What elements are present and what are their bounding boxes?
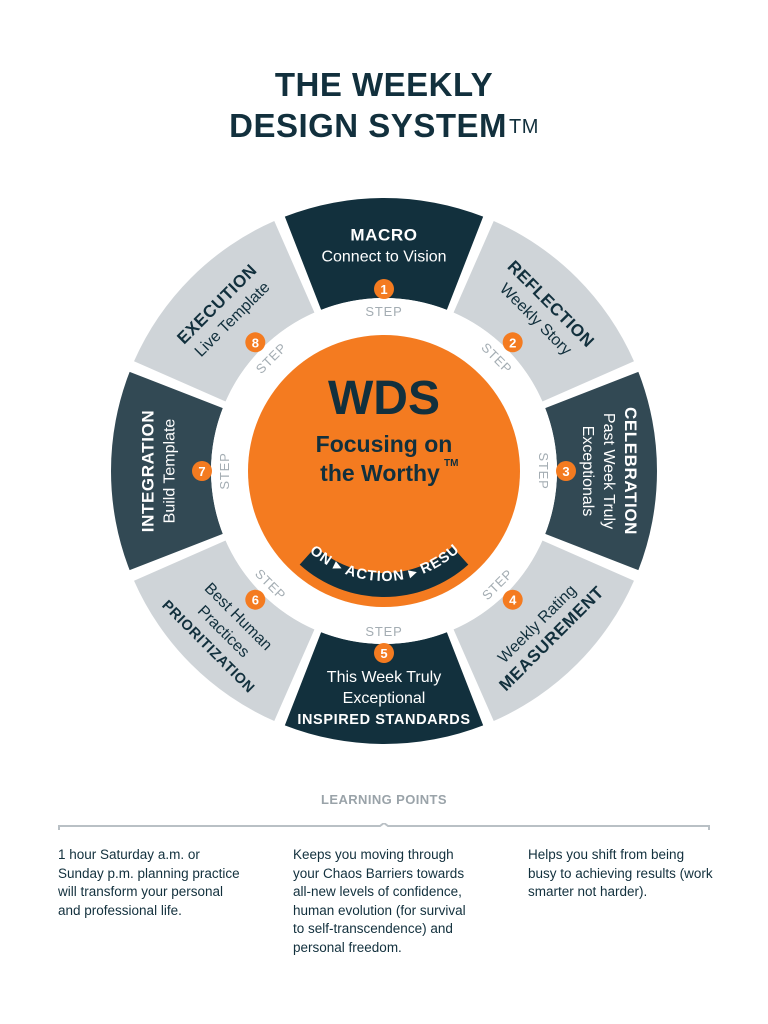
segment-measurement <box>453 540 634 721</box>
step-number-badge <box>502 589 523 610</box>
segment-description: Build Template <box>162 419 179 524</box>
segment-name: INTEGRATION <box>139 410 158 532</box>
step-number: 4 <box>509 593 517 608</box>
segment-description: Connect to Vision <box>321 249 446 266</box>
step-number-badge <box>556 461 576 481</box>
learning-point-2: Keeps you moving through your Chaos Barr… <box>293 847 466 955</box>
segment-reflection <box>453 221 634 402</box>
step-number-badge <box>374 279 394 299</box>
step-number: 5 <box>380 646 387 661</box>
step-number-badge <box>192 461 212 481</box>
step-number: 6 <box>252 593 259 608</box>
center-arc-band <box>299 546 469 598</box>
trademark-mark: TM <box>509 116 539 138</box>
step-word: STEP <box>365 304 402 319</box>
step-number-badge <box>245 589 266 610</box>
step-word: STEP <box>536 452 551 489</box>
step-number: 8 <box>252 335 259 350</box>
segment-description: Exceptionals <box>579 426 596 517</box>
segment-name: CELEBRATION <box>621 407 640 535</box>
step-number-badge <box>502 332 523 353</box>
center-title: WDS <box>328 372 440 425</box>
segment-celebration <box>545 371 657 571</box>
segment-description: This Week Truly <box>327 669 441 686</box>
segment-execution <box>134 221 315 402</box>
learning-points-title: LEARNING POINTS <box>321 792 447 807</box>
segment-integration <box>111 371 223 571</box>
segment-macro <box>284 198 484 310</box>
step-number: 3 <box>562 464 569 479</box>
step-number-badge <box>374 643 394 663</box>
title-line-1: THE WEEKLY <box>274 66 494 103</box>
center-trademark: TM <box>444 458 458 469</box>
step-word: STEP <box>217 452 232 489</box>
step-marker-7: 7 STEP <box>192 452 232 490</box>
step-number: 7 <box>198 464 205 479</box>
center-tagline-line-2: the Worthy <box>320 460 440 486</box>
segment-name: MACRO <box>350 226 417 245</box>
step-marker-3: 3 STEP <box>536 452 576 490</box>
segment-inspired-standards <box>284 632 484 744</box>
step-word: STEP <box>365 624 402 639</box>
center-tagline-line-1: Focusing on <box>316 431 453 457</box>
step-number: 2 <box>509 335 516 350</box>
segment-label-1: MACRO Connect to Vision <box>321 226 446 266</box>
step-number: 1 <box>380 282 387 297</box>
step-marker-5: 5 STEP <box>365 624 402 663</box>
learning-point-3: Helps you shift from being busy to achie… <box>528 847 713 900</box>
center-disc <box>248 335 520 607</box>
title-line-2-text: DESIGN SYSTEM <box>229 107 507 144</box>
learning-point-1: 1 hour Saturday a.m. or Sunday p.m. plan… <box>58 847 240 918</box>
segment-prioritization <box>134 540 315 721</box>
segment-description: Exceptional <box>343 690 426 707</box>
learning-points-divider <box>58 823 710 830</box>
segment-name: INSPIRED STANDARDS <box>297 712 470 728</box>
segment-description: Past Week Truly <box>600 413 617 529</box>
step-number-badge <box>245 332 266 353</box>
